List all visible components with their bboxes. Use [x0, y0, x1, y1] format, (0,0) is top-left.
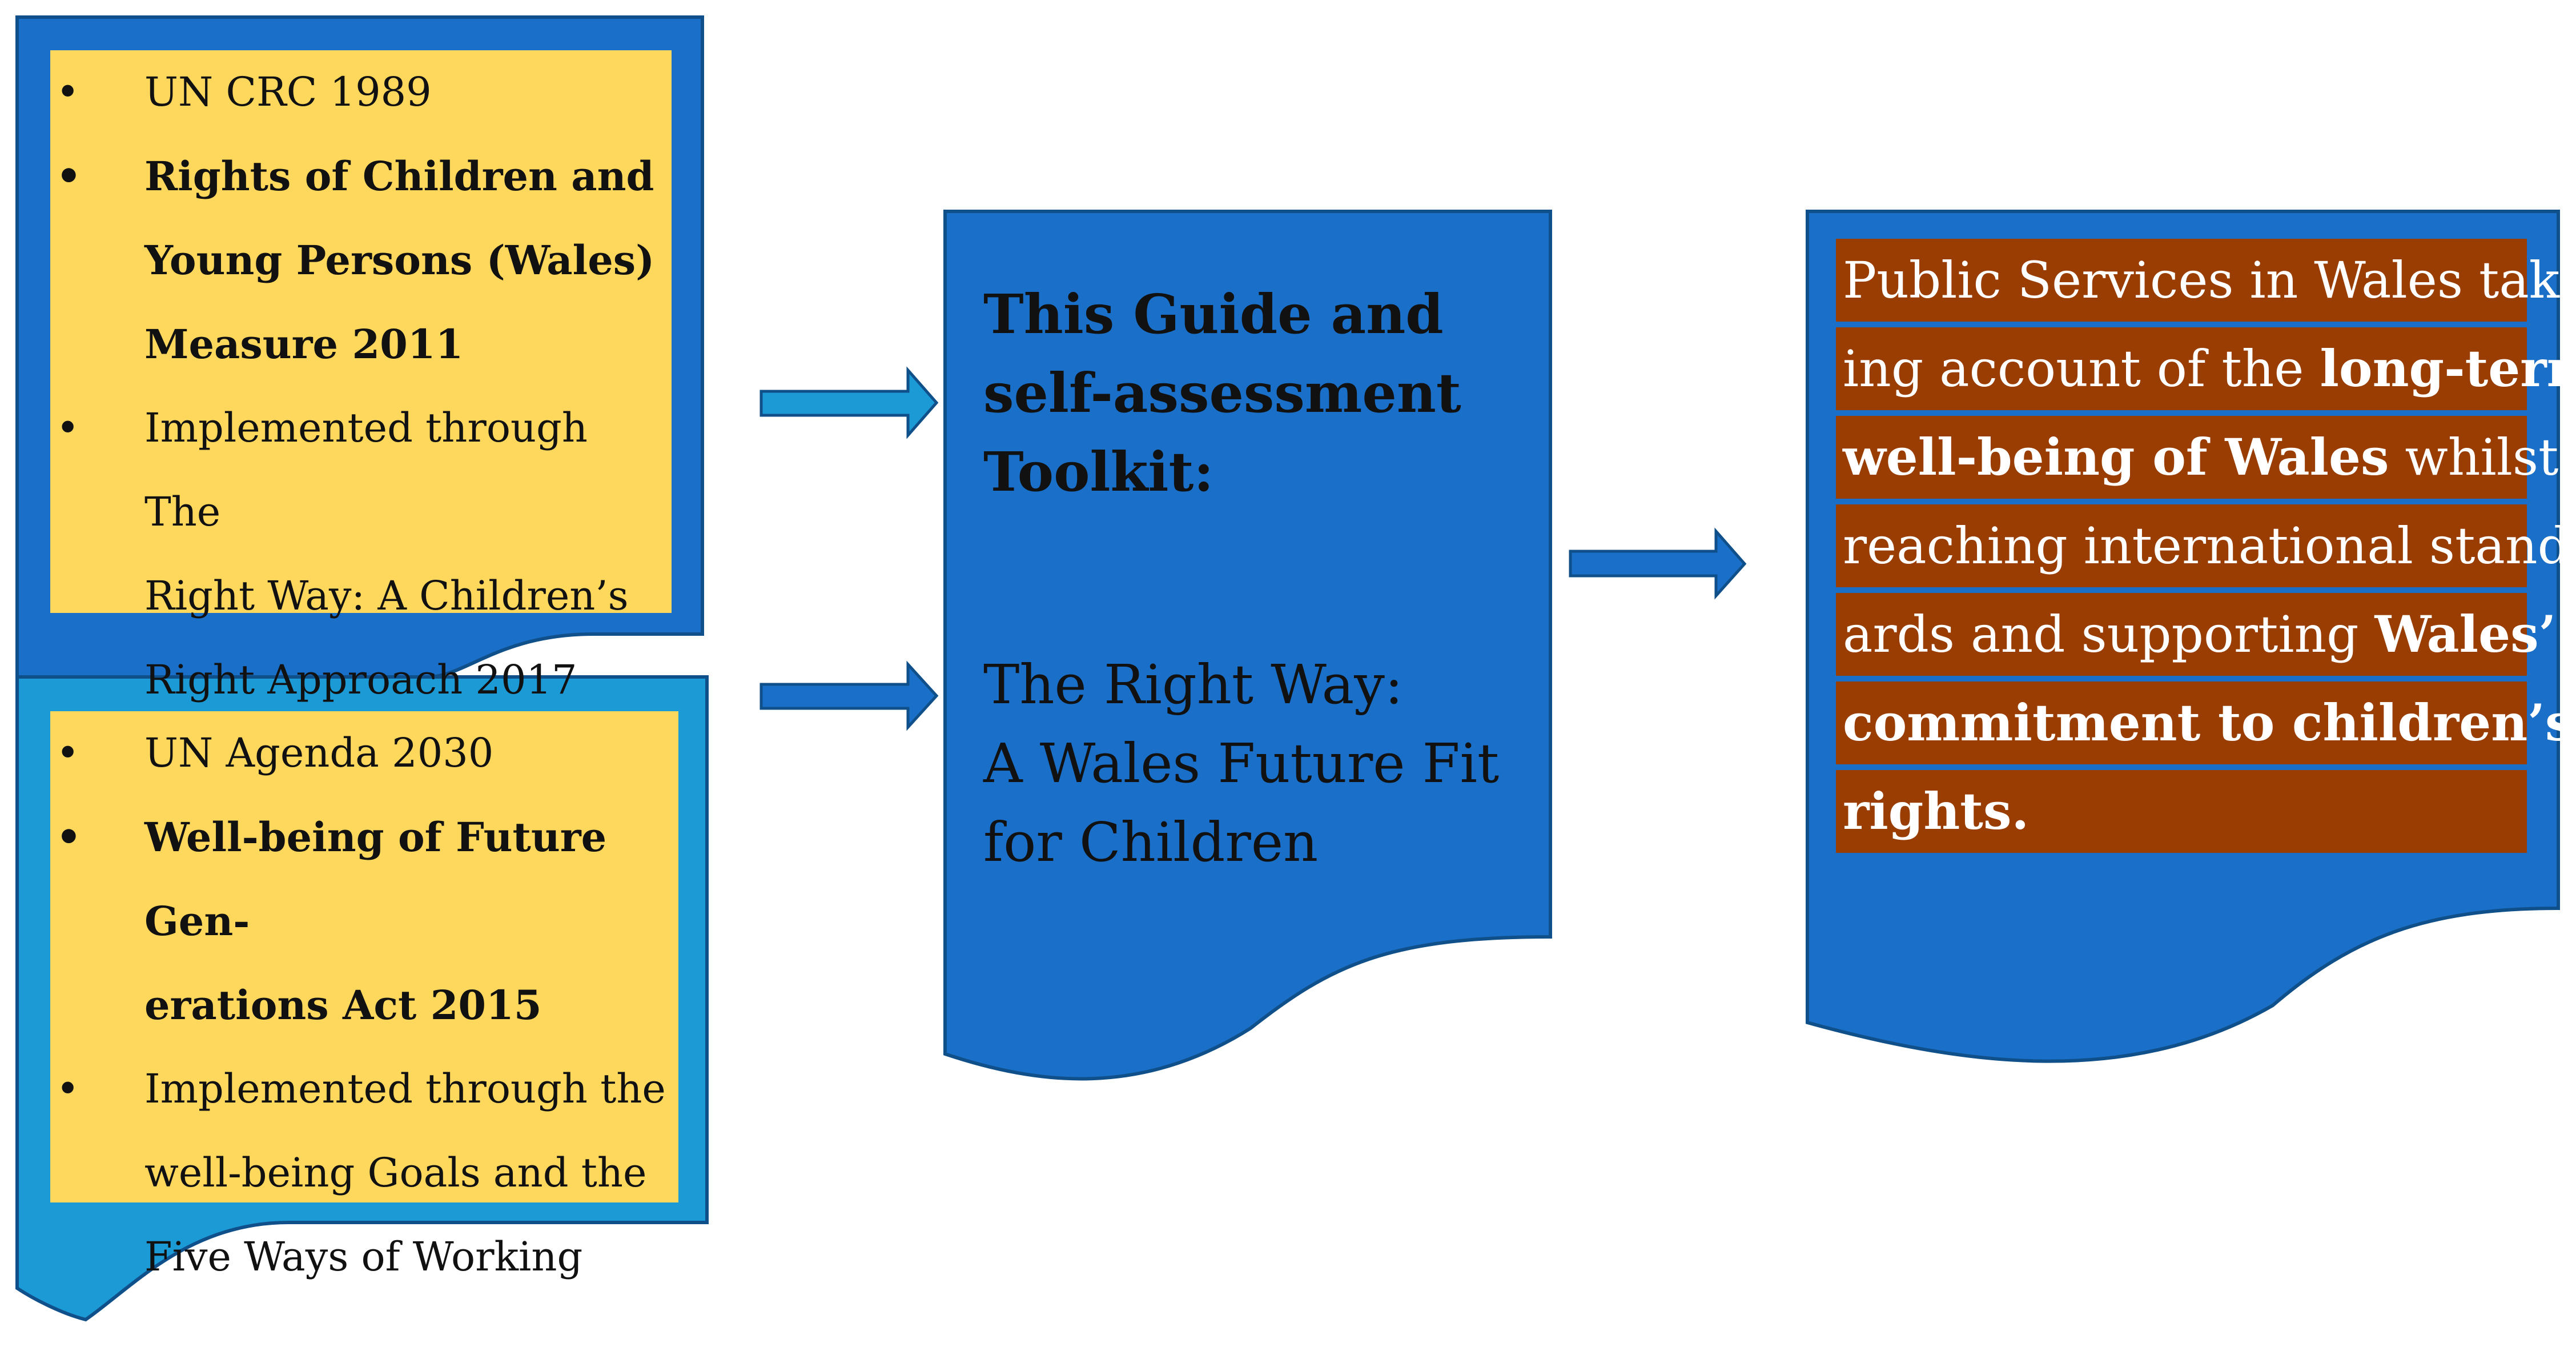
output-text: reaching international stand- — [1843, 516, 2576, 575]
bullet-dot-icon: • — [56, 69, 80, 115]
bullet-text: Right Approach 2017 — [144, 656, 577, 703]
bullet-item: Five Ways of Working — [50, 1215, 678, 1299]
center-subtitle: The Right Way: A Wales Future Fit for Ch… — [983, 654, 1500, 874]
bottom-left-content-box: • UN Agenda 2030 • Well-being of Future Gen… — [50, 711, 678, 1280]
arrow-center-to-output — [1569, 527, 1747, 600]
bullet-item: • Implemented through the — [50, 1047, 678, 1131]
output-line: commitment to children’s — [1836, 681, 2573, 764]
output-bold-text: long-term — [2320, 339, 2576, 398]
bullet-text: Five Ways of Working — [144, 1233, 583, 1280]
bullet-text: well-being Goals and the — [144, 1149, 647, 1196]
output-line: ards and supporting Wales’ — [1836, 593, 2556, 676]
bullet-dot-icon: • — [56, 404, 80, 451]
output-bold-text: rights. — [1843, 781, 2030, 841]
bullet-text: Implemented through The — [144, 404, 588, 535]
bullet-item: Measure 2011 — [50, 302, 672, 386]
arrow-top-left-to-center — [759, 366, 939, 439]
bullet-item: Right Approach 2017 — [50, 638, 672, 722]
bullet-text: UN Agenda 2030 — [144, 729, 494, 776]
output-line: rights. — [1836, 770, 2527, 853]
bullet-text: Well-being of Future Gen- — [144, 813, 607, 945]
output-line: reaching international stand- — [1836, 504, 2576, 587]
bullet-item: • UN CRC 1989 — [50, 50, 672, 134]
bullet-item: erations Act 2015 — [50, 963, 678, 1047]
output-bold-text: commitment to children’s — [1843, 693, 2574, 752]
center-title: This Guide and self-assessment Toolkit: — [983, 283, 1461, 504]
output-bold-text: well-being of Wales — [1843, 427, 2389, 487]
bullet-text: UN CRC 1989 — [144, 69, 432, 115]
output-line: well-being of Wales whilst — [1836, 416, 2558, 499]
bullet-text: erations Act 2015 — [144, 981, 542, 1029]
bullet-text: Rights of Children and — [144, 153, 654, 200]
output-bold-text: Wales’ — [2374, 604, 2557, 664]
bullet-text: Right Way: A Children’s — [144, 572, 629, 619]
output-line: Public Services in Wales tak- — [1836, 239, 2575, 322]
bullet-text: Implemented through the — [144, 1065, 666, 1112]
output-line: ing account of the long-term — [1836, 327, 2576, 410]
bullet-dot-icon: • — [56, 1065, 80, 1112]
bullet-item: • Implemented through The — [50, 386, 672, 554]
bullet-dot-icon: • — [56, 153, 82, 200]
bullet-item: • UN Agenda 2030 — [50, 711, 678, 795]
center-document-shape — [943, 210, 1552, 1081]
arrow-bottom-left-to-center — [759, 660, 939, 731]
bullet-text: Young Persons (Wales) — [144, 236, 655, 284]
bullet-item: Young Persons (Wales) — [50, 218, 672, 302]
bottom-left-bullet-list: • UN Agenda 2030 • Well-being of Future Gen… — [50, 711, 678, 1299]
bullet-dot-icon: • — [56, 813, 82, 861]
output-text: Public Services in Wales tak- — [1843, 251, 2576, 310]
bullet-item: • Well-being of Future Gen- — [50, 795, 678, 963]
output-text: whilst — [2389, 428, 2559, 487]
bullet-item: Right Way: A Children’s — [50, 554, 672, 638]
output-text: ing account of the — [1843, 339, 2320, 398]
bullet-text: Measure 2011 — [144, 320, 464, 368]
output-text: ards and supporting — [1843, 605, 2375, 664]
bullet-item: • Rights of Children and — [50, 134, 672, 218]
bullet-dot-icon: • — [56, 729, 80, 776]
bullet-item: well-being Goals and the — [50, 1131, 678, 1215]
